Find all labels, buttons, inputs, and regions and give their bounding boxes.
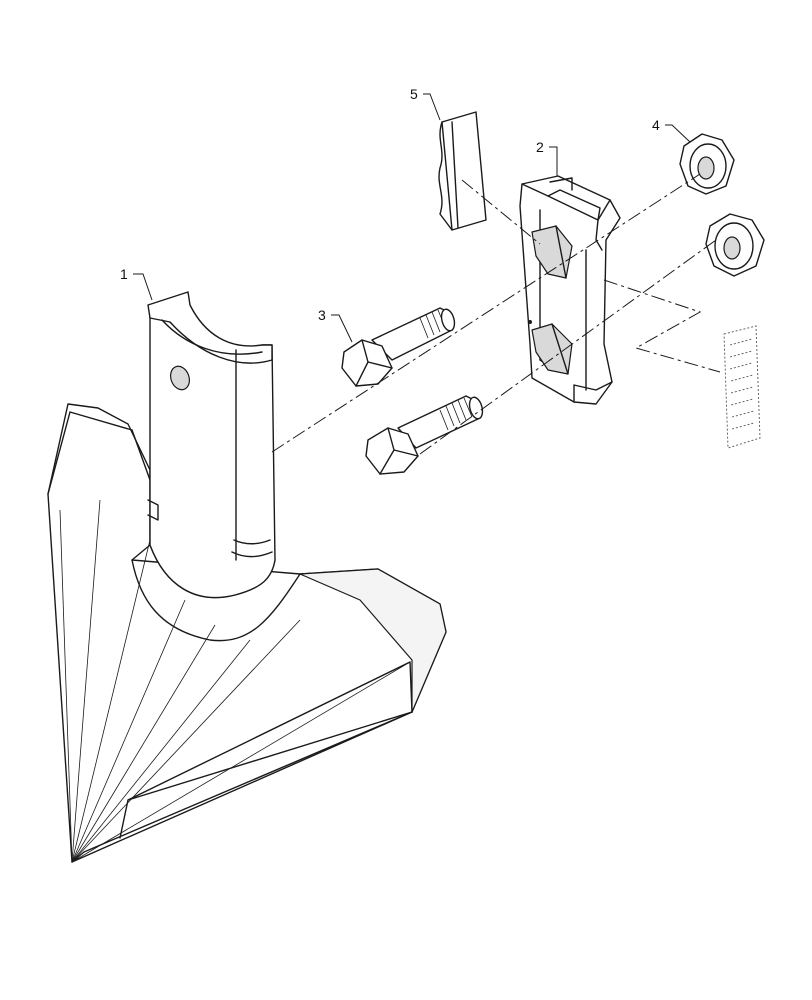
assembly-lines [271,173,721,455]
svg-text:5: 5 [410,86,418,102]
part-1-sweep-body [47,403,447,863]
part-2-holder [519,175,621,405]
callout-1: 1 [120,266,153,301]
part-4-nut-upper [679,133,735,195]
svg-text:1: 1 [120,266,128,282]
callout-3: 3 [318,307,353,343]
part-3-bolt-upper [341,307,456,387]
part-3-bolt-lower [365,395,484,475]
callout-2: 2 [536,139,558,176]
callout-5: 5 [410,86,441,121]
part-5-plate-detail [723,325,761,449]
svg-text:2: 2 [536,139,544,155]
svg-text:4: 4 [652,117,660,133]
part-5-plate [438,111,487,231]
part-4-nut-lower [705,213,765,277]
callout-4: 4 [652,117,691,143]
svg-text:3: 3 [318,307,326,323]
part-1-shank [147,291,276,599]
